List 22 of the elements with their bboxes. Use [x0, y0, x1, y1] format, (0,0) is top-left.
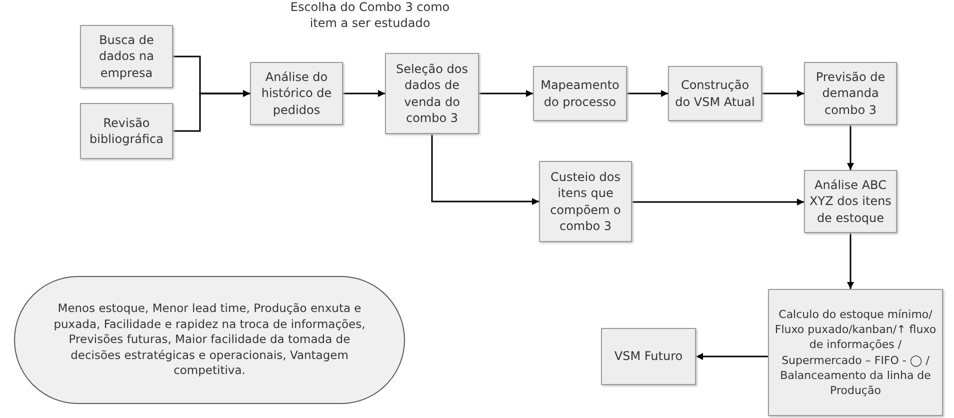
- process-box: Construção do VSM Atual: [668, 66, 762, 121]
- arrow: [632, 198, 804, 206]
- process-box: Mapeamento do processo: [533, 66, 627, 121]
- process-box: Análise ABC XYZ dos itens de estoque: [804, 170, 897, 233]
- arrow: [343, 90, 385, 97]
- process-box: Seleção dos dados de venda do combo 3: [385, 53, 479, 134]
- process-box: Busca de dados na empresa: [80, 25, 173, 88]
- process-box: Análise do histórico de pedidos: [250, 62, 343, 125]
- arrow: [173, 90, 250, 132]
- process-box: Previsão de demanda combo 3: [804, 62, 897, 125]
- process-box: Revisão bibliográfica: [80, 103, 173, 159]
- process-box: Custeio dos itens que compõem o combo 3: [539, 161, 632, 242]
- arrow: [847, 125, 854, 170]
- process-box: Calculo do estoque mínimo/ Fluxo puxado/kanban/↑ fluxo de informações / Supermercado – FIFO - ◯ / Balanceamento da linha de Produção: [768, 289, 943, 416]
- arrow: [627, 90, 668, 97]
- arrow: [762, 90, 804, 97]
- arrow: [696, 353, 768, 360]
- arrow: [431, 134, 539, 205]
- arrow: [847, 233, 854, 289]
- arrow: [479, 90, 533, 97]
- process-box: VSM Futuro: [601, 328, 696, 385]
- annotation-text: Escolha do Combo 3 como item a ser estudado: [289, 0, 451, 32]
